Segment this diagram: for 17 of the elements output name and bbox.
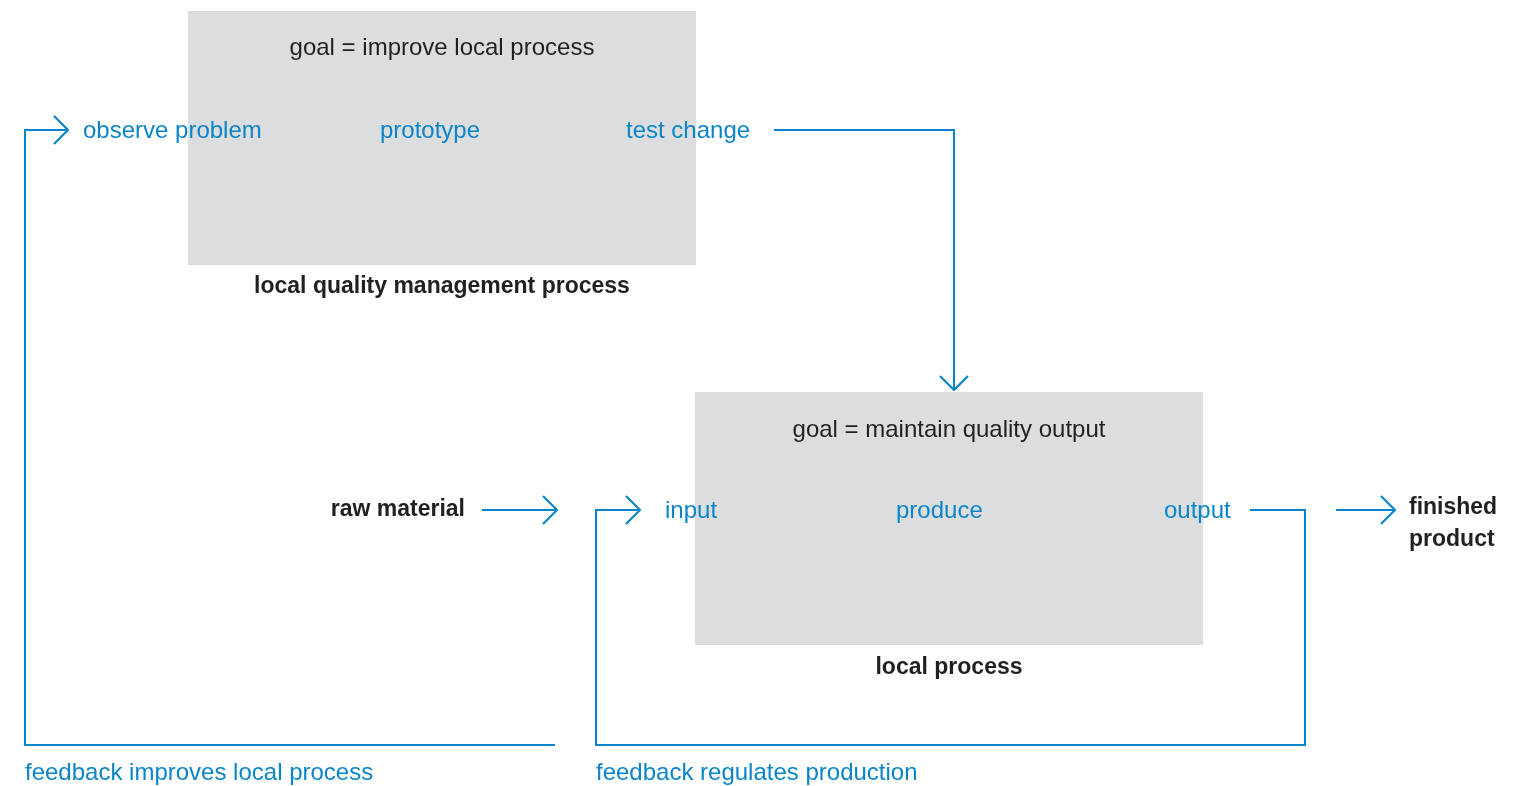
goal-text: goal = maintain quality output [791, 415, 1107, 443]
box-caption: local quality management process [253, 272, 631, 299]
step-label: input [640, 493, 736, 527]
connector-arrow [481, 494, 559, 526]
step-label: prototype [380, 115, 481, 145]
flow-endpoint-label: raw material [290, 492, 465, 526]
step-label: test change [622, 113, 774, 147]
connector-arrow [1335, 494, 1397, 526]
step-label: observe problem [68, 113, 308, 147]
connector-arrow [773, 129, 970, 392]
goal-text: goal = improve local process [288, 33, 596, 61]
flow-endpoint-label: finished product [1395, 490, 1520, 556]
step-label: produce [896, 495, 983, 525]
box-caption: local process [874, 653, 1024, 680]
connector-arrow [24, 114, 556, 746]
connector-arrow [595, 494, 1306, 746]
step-label: output [1160, 493, 1250, 527]
